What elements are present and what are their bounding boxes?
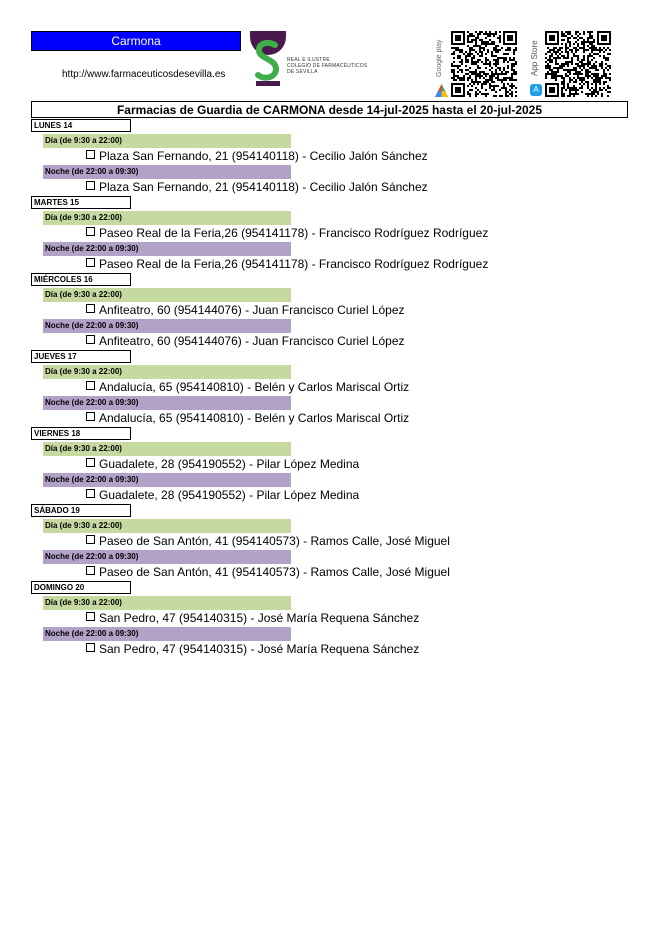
pharmacy-text: Anfiteatro, 60 (954144076) - Juan Franci… <box>99 334 405 348</box>
checkbox-icon <box>86 643 95 652</box>
pharmacy-entry: Guadalete, 28 (954190552) - Pilar López … <box>86 487 631 504</box>
checkbox-icon <box>86 489 95 498</box>
pharmacy-text: Paseo Real de la Feria,26 (954141178) - … <box>99 226 489 240</box>
colegio-line-1: REAL E ILUSTRE <box>287 57 330 63</box>
pharmacy-text: Andalucía, 65 (954140810) - Belén y Carl… <box>99 411 410 425</box>
night-shift-label: Noche (de 22:00 a 09:30) <box>43 242 291 256</box>
day-label: MIÉRCOLES 16 <box>31 273 131 286</box>
checkbox-icon <box>86 412 95 421</box>
checkbox-icon <box>86 181 95 190</box>
day-label: JUEVES 17 <box>31 350 131 363</box>
colegio-logo <box>250 31 286 86</box>
checkbox-icon <box>86 227 95 236</box>
page-title: Farmacias de Guardia de CARMONA desde 14… <box>31 101 628 118</box>
app-store-icon[interactable]: A <box>530 84 542 96</box>
checkbox-icon <box>86 381 95 390</box>
pharmacy-text: Plaza San Fernando, 21 (954140118) - Cec… <box>99 149 428 163</box>
night-shift-label: Noche (de 22:00 a 09:30) <box>43 165 291 179</box>
pharmacy-text: San Pedro, 47 (954140315) - José María R… <box>99 611 420 625</box>
day-label: MARTES 15 <box>31 196 131 209</box>
pharmacy-text: Andalucía, 65 (954140810) - Belén y Carl… <box>99 380 410 394</box>
day-shift-label: Día (de 9:30 a 22:00) <box>43 211 291 225</box>
day-shift-label: Día (de 9:30 a 22:00) <box>43 442 291 456</box>
website-link[interactable]: http://www.farmaceuticosdesevilla.es <box>62 69 226 80</box>
checkbox-icon <box>86 304 95 313</box>
town-label: Carmona <box>31 31 241 51</box>
day-shift-label: Día (de 9:30 a 22:00) <box>43 365 291 379</box>
pharmacy-entry: Paseo de San Antón, 41 (954140573) - Ram… <box>86 564 631 581</box>
pharmacy-entry: Andalucía, 65 (954140810) - Belén y Carl… <box>86 410 631 427</box>
checkbox-icon <box>86 612 95 621</box>
pharmacy-entry: Andalucía, 65 (954140810) - Belén y Carl… <box>86 379 631 396</box>
night-shift-label: Noche (de 22:00 a 09:30) <box>43 319 291 333</box>
pharmacy-text: Paseo Real de la Feria,26 (954141178) - … <box>99 257 489 271</box>
checkbox-icon <box>86 258 95 267</box>
day-label: SÁBADO 19 <box>31 504 131 517</box>
night-shift-label: Noche (de 22:00 a 09:30) <box>43 473 291 487</box>
day-shift-label: Día (de 9:30 a 22:00) <box>43 519 291 533</box>
pharmacy-entry: San Pedro, 47 (954140315) - José María R… <box>86 641 631 658</box>
pharmacy-entry: Paseo Real de la Feria,26 (954141178) - … <box>86 225 631 242</box>
pharmacy-text: Guadalete, 28 (954190552) - Pilar López … <box>99 488 360 502</box>
checkbox-icon <box>86 566 95 575</box>
day-label: LUNES 14 <box>31 119 131 132</box>
pharmacy-entry: Plaza San Fernando, 21 (954140118) - Cec… <box>86 179 631 196</box>
day-shift-label: Día (de 9:30 a 22:00) <box>43 596 291 610</box>
pharmacy-entry: Paseo Real de la Feria,26 (954141178) - … <box>86 256 631 273</box>
colegio-line-2: COLEGIO DE FARMACÉUTICOS <box>287 63 368 69</box>
night-shift-label: Noche (de 22:00 a 09:30) <box>43 627 291 641</box>
google-play-icon[interactable] <box>435 84 448 97</box>
colegio-name: REAL E ILUSTRE COLEGIO DE FARMACÉUTICOS … <box>287 57 367 75</box>
pharmacy-text: San Pedro, 47 (954140315) - José María R… <box>99 642 420 656</box>
pharmacy-entry: San Pedro, 47 (954140315) - José María R… <box>86 610 631 627</box>
checkbox-icon <box>86 335 95 344</box>
pharmacy-entry: Paseo de San Antón, 41 (954140573) - Ram… <box>86 533 631 550</box>
day-label: DOMINGO 20 <box>31 581 131 594</box>
night-shift-label: Noche (de 22:00 a 09:30) <box>43 550 291 564</box>
pharmacy-text: Paseo de San Antón, 41 (954140573) - Ram… <box>99 565 450 579</box>
google-play-label: Google play <box>436 39 443 77</box>
day-label: VIERNES 18 <box>31 427 131 440</box>
checkbox-icon <box>86 150 95 159</box>
pharmacy-text: Plaza San Fernando, 21 (954140118) - Cec… <box>99 180 428 194</box>
pharmacy-entry: Anfiteatro, 60 (954144076) - Juan Franci… <box>86 302 631 319</box>
checkbox-icon <box>86 535 95 544</box>
pharmacy-entry: Guadalete, 28 (954190552) - Pilar López … <box>86 456 631 473</box>
checkbox-icon <box>86 458 95 467</box>
pharmacy-text: Anfiteatro, 60 (954144076) - Juan Franci… <box>99 303 405 317</box>
pharmacy-text: Guadalete, 28 (954190552) - Pilar López … <box>99 457 360 471</box>
google-play-qr-code[interactable] <box>451 31 517 97</box>
pharmacy-entry: Plaza San Fernando, 21 (954140118) - Cec… <box>86 148 631 165</box>
colegio-line-3: DE SEVILLA <box>287 69 318 75</box>
pharmacy-entry: Anfiteatro, 60 (954144076) - Juan Franci… <box>86 333 631 350</box>
day-shift-label: Día (de 9:30 a 22:00) <box>43 288 291 302</box>
night-shift-label: Noche (de 22:00 a 09:30) <box>43 396 291 410</box>
app-store-label: App Store <box>530 40 539 76</box>
day-shift-label: Día (de 9:30 a 22:00) <box>43 134 291 148</box>
pharmacy-text: Paseo de San Antón, 41 (954140573) - Ram… <box>99 534 450 548</box>
app-store-qr-code[interactable] <box>545 31 611 97</box>
